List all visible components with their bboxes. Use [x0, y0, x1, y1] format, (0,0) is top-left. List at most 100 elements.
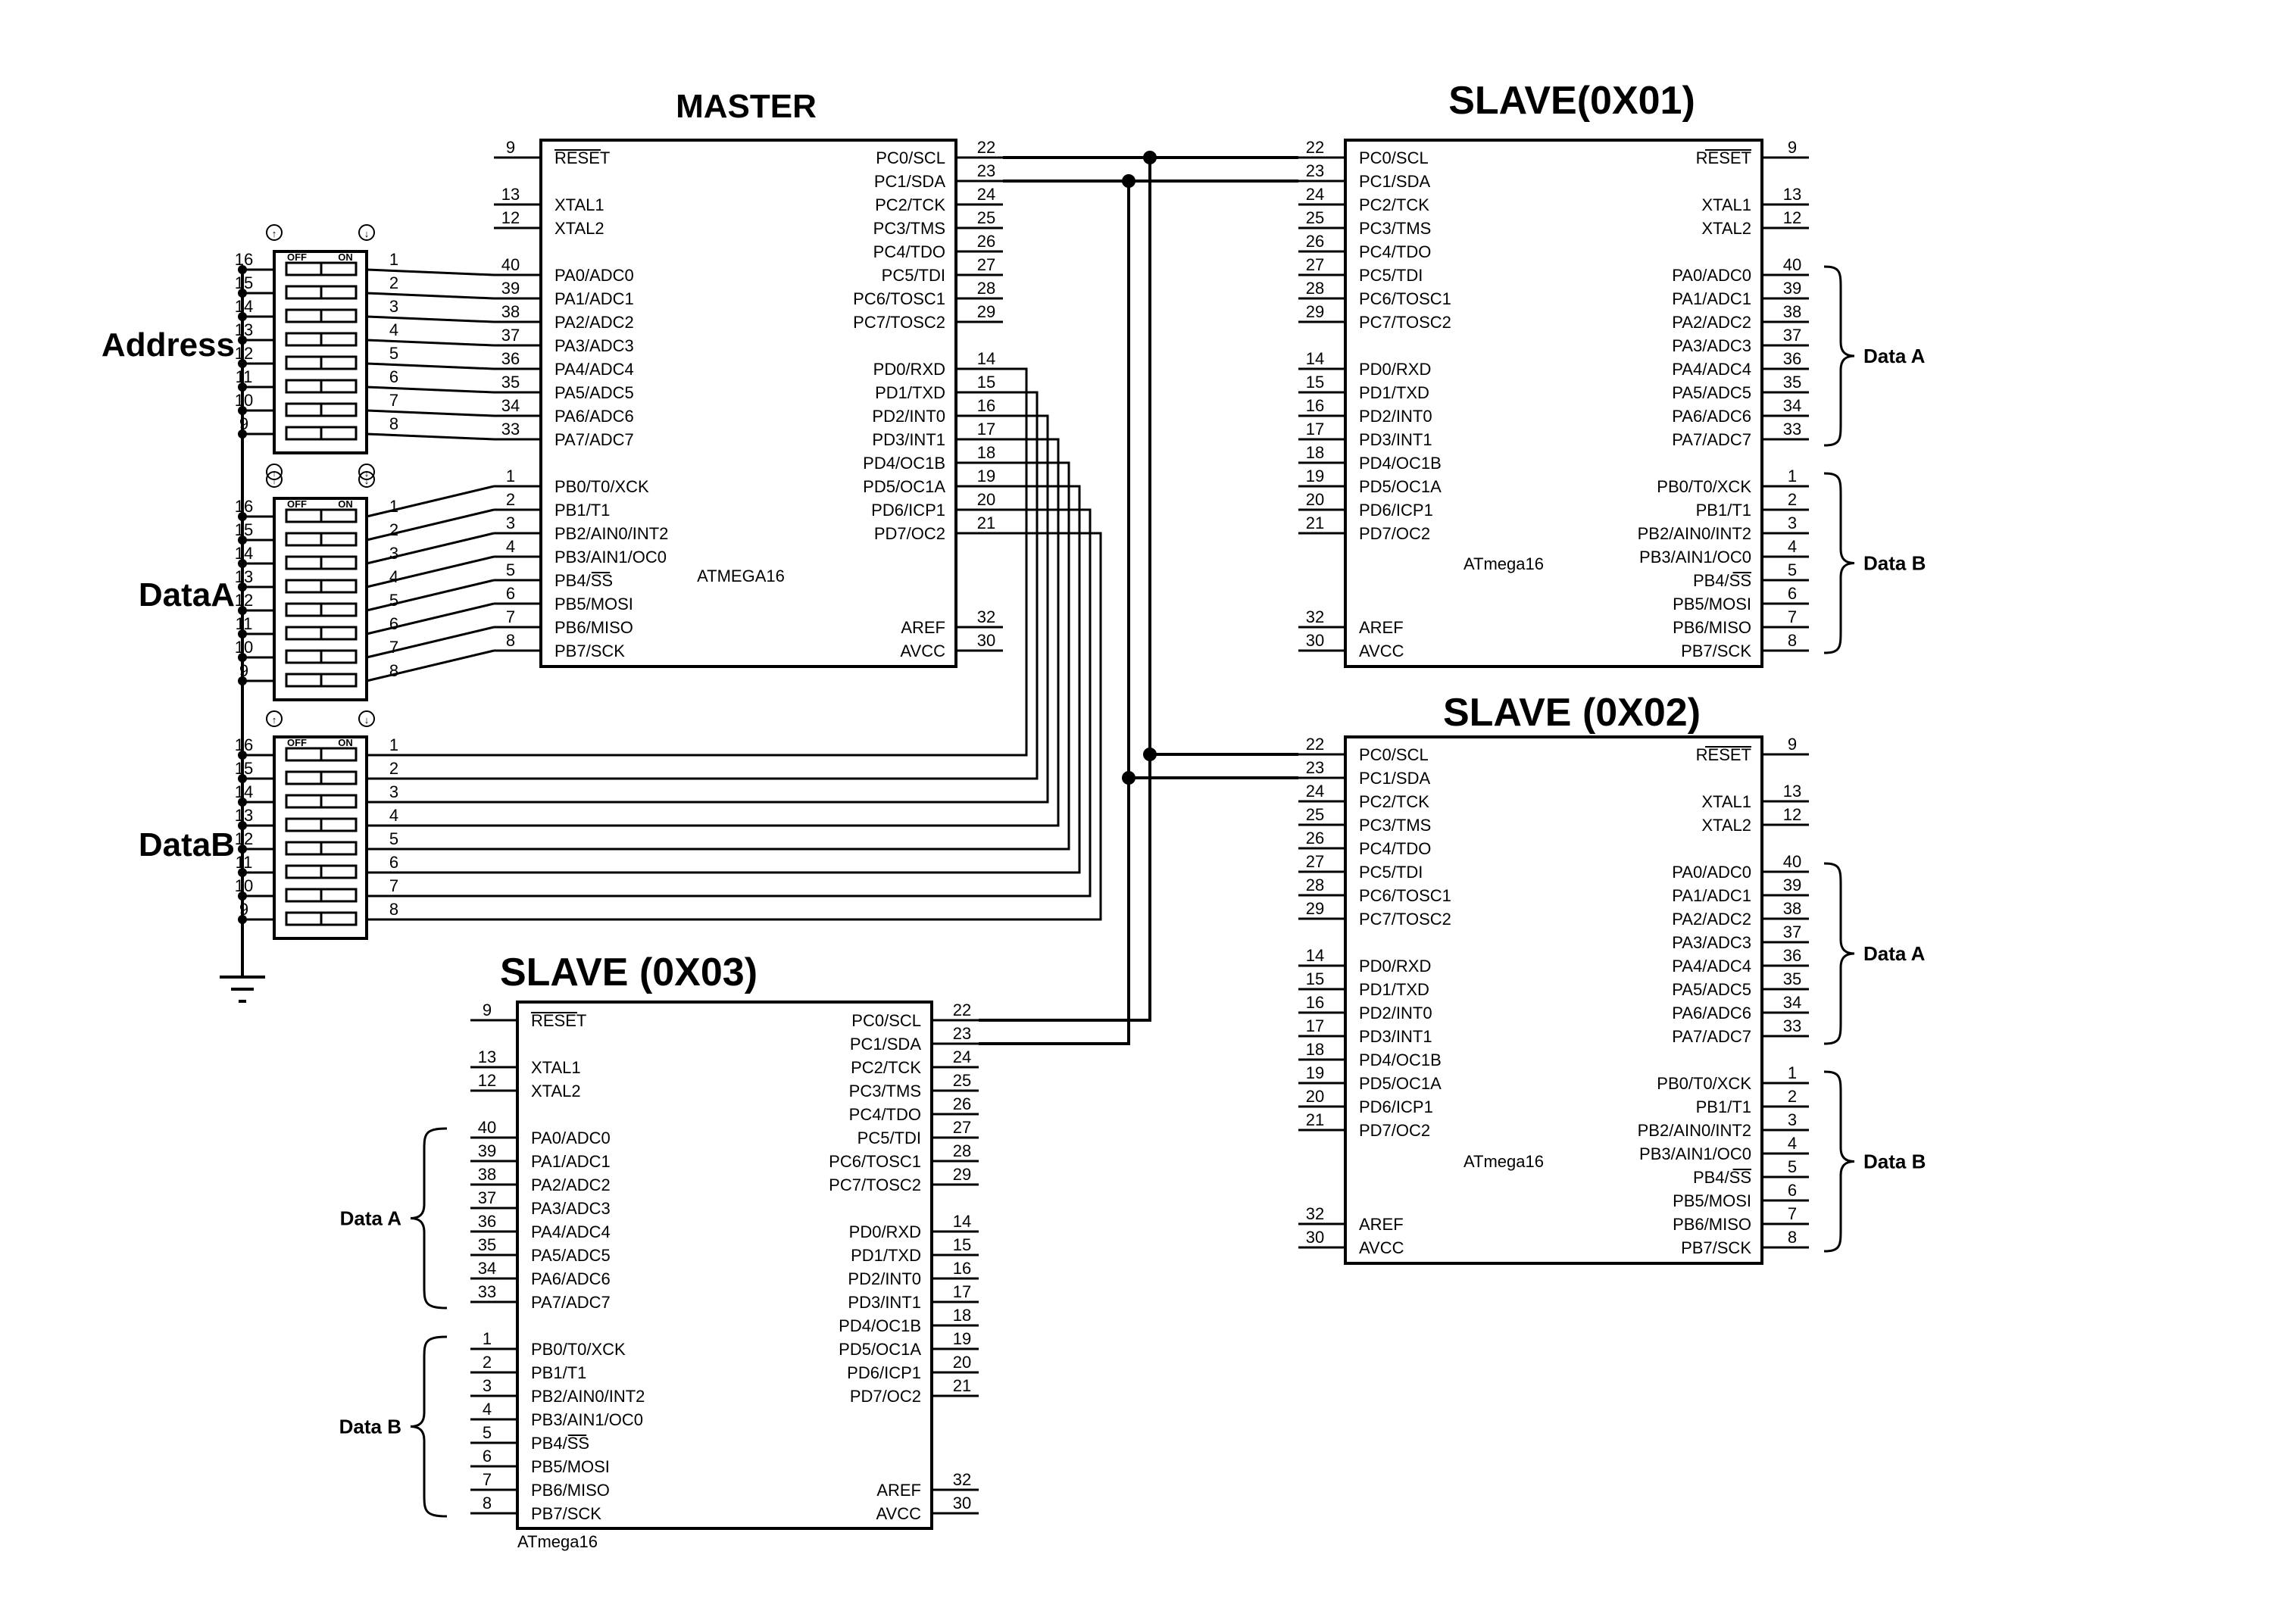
- pin-number: 22: [1306, 735, 1324, 754]
- pin-number: 13: [1783, 185, 1801, 204]
- pin-label: PC6/TOSC1: [853, 289, 945, 308]
- pin-number: 7: [1788, 1204, 1797, 1223]
- pin-label: PB4/SS: [1693, 571, 1751, 590]
- pin-label: PD0/RXD: [849, 1222, 921, 1241]
- pin-label: PC0/SCL: [1359, 148, 1429, 167]
- master-chip: MASTERATMEGA169RESET13XTAL112XTAL240PA0/…: [494, 88, 1003, 668]
- pin-number: 9: [506, 138, 515, 157]
- junction-dot: [238, 798, 247, 807]
- switch-right-pin: 5: [389, 591, 398, 610]
- pin-number: 39: [1783, 876, 1801, 894]
- pin-number: 38: [478, 1165, 496, 1184]
- pin-label: PD0/RXD: [873, 360, 945, 379]
- slave3-brace-data-a: Data A: [340, 1127, 448, 1310]
- pin-number: 30: [1306, 631, 1324, 650]
- chip-body: [539, 139, 957, 668]
- pin-label: PD2/INT0: [1359, 407, 1432, 426]
- pin-label: PC2/TCK: [851, 1058, 921, 1077]
- pin-number: 2: [1788, 1087, 1797, 1106]
- pin-number: 14: [1306, 349, 1324, 368]
- pin-number: 24: [1306, 782, 1324, 801]
- arrow-icon: [358, 464, 375, 480]
- pin-number: 16: [953, 1259, 971, 1278]
- pin-label: AREF: [876, 1481, 921, 1500]
- master-part-label: ATMEGA16: [697, 567, 785, 585]
- pin-number: 19: [977, 467, 995, 485]
- brace-label: Data B: [339, 1416, 401, 1438]
- pin-label: PC5/TDI: [1359, 863, 1423, 882]
- pin-number: 14: [1306, 946, 1324, 965]
- arrow-glyph: ↑: [272, 467, 277, 479]
- pin-number: 17: [977, 420, 995, 439]
- pin-label: RESET: [1696, 745, 1751, 764]
- switch-right-pin: 6: [389, 614, 398, 633]
- pin-number: 22: [977, 138, 995, 157]
- pin-label: PC4/TDO: [873, 242, 945, 261]
- pin-label: PD2/INT0: [1359, 1004, 1432, 1022]
- pin-label: PD5/OC1A: [863, 477, 945, 496]
- pin-label: PA6/ADC6: [1672, 1004, 1751, 1022]
- pin-label: PC7/TOSC2: [1359, 313, 1451, 332]
- pin-number: 40: [1783, 255, 1801, 274]
- pin-label: PB5/MOSI: [554, 595, 633, 613]
- pin-label: PB4/SS: [554, 571, 613, 590]
- pin-number: 6: [483, 1447, 492, 1466]
- pin-number: 33: [1783, 1016, 1801, 1035]
- pin-label: PC1/SDA: [874, 172, 945, 191]
- arrow-glyph: ↓: [364, 714, 370, 726]
- slave2-brace-data-b: Data B: [1823, 1070, 1926, 1253]
- pin-label: PB7/SCK: [1681, 1238, 1751, 1257]
- pin-number: 36: [478, 1212, 496, 1231]
- pin-label: PC1/SDA: [1359, 172, 1430, 191]
- pin-number: 24: [977, 185, 995, 204]
- pin-label: PB1/T1: [1696, 1097, 1751, 1116]
- junction-dot: [1143, 151, 1157, 164]
- pin-label: PA3/ADC3: [1672, 933, 1751, 952]
- pin-label: PD7/OC2: [1359, 1121, 1430, 1140]
- pin-number: 13: [478, 1047, 496, 1066]
- pin-label: AREF: [1359, 618, 1404, 637]
- slave1-title: SLAVE(0X01): [1448, 79, 1695, 123]
- pin-label: PA3/ADC3: [554, 336, 634, 355]
- chip-body: [516, 1001, 933, 1530]
- pin-number: 7: [1788, 607, 1797, 626]
- switch-left-pin: 10: [235, 391, 253, 410]
- pin-number: 35: [501, 373, 520, 392]
- pin-label: AREF: [1359, 1215, 1404, 1234]
- brace: [1823, 862, 1855, 1045]
- switch-left-pin: 12: [235, 591, 253, 610]
- pin-number: 6: [1788, 1181, 1797, 1200]
- pin-label: PD1/TXD: [1359, 980, 1429, 999]
- pin-number: 40: [501, 255, 520, 274]
- switch-left-pin: 16: [235, 497, 253, 516]
- data-b-wire: [367, 438, 1060, 827]
- pin-number: 37: [1783, 326, 1801, 345]
- pin-label: PD5/OC1A: [1359, 477, 1442, 496]
- pin-number: 16: [1306, 396, 1324, 415]
- pin-number: 8: [1788, 631, 1797, 650]
- pin-label: PC6/TOSC1: [829, 1152, 921, 1171]
- switch-right-pin: 5: [389, 344, 398, 363]
- pin-number: 35: [478, 1235, 496, 1254]
- pin-label: PC5/TDI: [882, 266, 945, 285]
- pin-number: 20: [1306, 1087, 1324, 1106]
- slave3-chip: SLAVE (0X03)ATmega169RESET13XTAL112XTAL2…: [470, 951, 979, 1551]
- pin-number: 30: [953, 1494, 971, 1513]
- pin-number: 25: [953, 1071, 971, 1090]
- switch-right-pin: 6: [389, 853, 398, 872]
- slave3-brace-data-b: Data B: [339, 1335, 448, 1518]
- switch-left-pin: 10: [235, 876, 253, 895]
- pin-number: 4: [1788, 537, 1797, 556]
- chip-body: [1344, 139, 1763, 668]
- brace: [410, 1127, 448, 1310]
- switch-left-pin: 16: [235, 735, 253, 754]
- switch-right-pin: 8: [389, 900, 398, 919]
- slave2-brace-data-a: Data A: [1823, 862, 1926, 1045]
- pin-number: 4: [1788, 1134, 1797, 1153]
- pin-number: 1: [1788, 1063, 1797, 1082]
- pin-number: 5: [1788, 560, 1797, 579]
- pin-number: 2: [1788, 490, 1797, 509]
- pin-label: PD0/RXD: [1359, 957, 1431, 976]
- pin-label: PA2/ADC2: [554, 313, 634, 332]
- pin-number: 15: [977, 373, 995, 392]
